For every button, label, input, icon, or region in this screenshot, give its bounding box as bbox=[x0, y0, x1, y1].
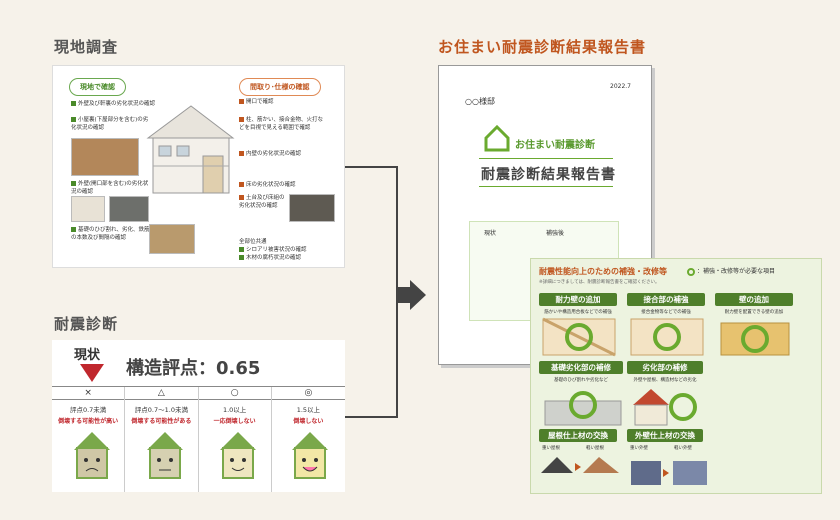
foundation-repair-illustration bbox=[544, 391, 622, 426]
rating-range: 評点0.7未満 bbox=[69, 406, 107, 414]
improvement-fine-print: ※詳細につきましては、耐震診断報告書をご確認ください。 bbox=[539, 280, 660, 285]
house-character-icon bbox=[220, 432, 256, 479]
note-plan: 開口で確認 bbox=[239, 98, 329, 106]
window-photo bbox=[109, 196, 149, 222]
attic-photo bbox=[71, 138, 139, 176]
common-item-rot: 木材の腐朽状況の確認 bbox=[239, 254, 301, 262]
ring-icon bbox=[687, 267, 695, 276]
note-interior: 内壁の劣化状況の確認 bbox=[239, 150, 329, 158]
score-column: × 評点0.7未満 倒壊する可能性が高い bbox=[52, 387, 126, 492]
house-character-icon bbox=[74, 432, 110, 479]
report-section-title: お住まい耐震診断結果報告書 bbox=[438, 38, 647, 56]
note-frame: 柱、筋かい、接合金物、火打などを目視で見える範囲で確認 bbox=[239, 117, 324, 131]
improve-tag: 壁の追加 bbox=[715, 293, 793, 306]
improve-caption: 基礎のひび割れや劣化など bbox=[554, 378, 608, 383]
improve-tag: 接合部の補強 bbox=[627, 293, 705, 306]
title-rule bbox=[479, 186, 613, 187]
note-exterior: 外壁及び軒裏の劣化状況の確認 bbox=[71, 100, 181, 108]
mini-label-after: 補強後 bbox=[546, 230, 565, 237]
report-brand: お住まい耐震診断 bbox=[515, 140, 595, 151]
rating-range: 1.5以上 bbox=[296, 406, 321, 414]
rating-risk: 倒壊する可能性が高い bbox=[58, 418, 119, 425]
current-marker-triangle bbox=[80, 364, 104, 382]
rating-range: 1.0以上 bbox=[222, 406, 247, 414]
wall-add-illustration bbox=[720, 322, 790, 356]
score-column: △ 評点0.7〜1.0未満 倒壊する可能性がある bbox=[125, 387, 199, 492]
improve-caption: 外壁や屋根、構造材などの劣化 bbox=[633, 378, 697, 383]
improve-tag: 劣化部の補修 bbox=[627, 361, 703, 374]
score-grid: × 評点0.7未満 倒壊する可能性が高い △ 評点0.7〜1.0未満 倒壊する可… bbox=[52, 386, 345, 492]
house-character-icon bbox=[147, 432, 183, 479]
improve-tag: 耐力壁の追加 bbox=[539, 293, 617, 306]
improve-caption: 耐力壁を配置できる壁の追加 bbox=[724, 310, 784, 315]
improve-caption: 筋かいや構造用合板などでの補強 bbox=[544, 310, 612, 315]
roof-replace-illustration bbox=[541, 457, 619, 473]
improve-caption: 接合金物等などでの補強 bbox=[641, 310, 691, 315]
house-character-icon bbox=[292, 432, 328, 479]
bracing-illustration bbox=[542, 317, 616, 357]
improve-tag: 外壁仕上材の交換 bbox=[627, 429, 703, 442]
improvement-heading: 耐震性能向上のための補強・改修等 bbox=[539, 267, 667, 276]
note-wall: 外壁(開口部を含む)の劣化状況の確認 bbox=[71, 181, 149, 195]
rating-mark: △ bbox=[125, 387, 198, 400]
rating-mark: × bbox=[52, 387, 125, 400]
seismic-section-title: 耐震診断 bbox=[54, 315, 119, 333]
rating-risk: 倒壊する可能性がある bbox=[131, 418, 192, 425]
house-cutaway-illustration bbox=[146, 105, 235, 194]
rating-risk: 一応倒壊しない bbox=[213, 418, 256, 425]
rating-range: 評点0.7〜1.0未満 bbox=[134, 406, 188, 414]
rating-mark: ◎ bbox=[271, 387, 345, 400]
plan-label: 間取り･仕様の確認 bbox=[239, 78, 321, 96]
improvement-legend: ：補強・改修等が必要な項目 bbox=[687, 266, 775, 276]
report-date: 2022.7 bbox=[610, 83, 631, 90]
score-column: ○ 1.0以上 一応倒壊しない bbox=[198, 387, 272, 492]
deterioration-repair-illustration bbox=[633, 389, 697, 426]
report-cover-title: 耐震診断結果報告書 bbox=[481, 167, 616, 183]
improve-caption: 軽い外壁 bbox=[674, 446, 692, 451]
connector-line bbox=[345, 166, 397, 168]
rating-mark: ○ bbox=[198, 387, 271, 400]
wall-photo bbox=[71, 196, 105, 222]
title-rule bbox=[479, 158, 613, 159]
improve-tag: 屋根仕上材の交換 bbox=[539, 429, 617, 442]
status-label: 現状 bbox=[74, 348, 101, 363]
note-sill: 土台及び床組の劣化状況の確認 bbox=[239, 195, 285, 209]
structure-score: 構造評点：0.65 bbox=[126, 358, 261, 379]
note-attic: 小屋裏(下屋部分を含む)の劣化状況の確認 bbox=[71, 117, 149, 131]
survey-card: 現地で確認 間取り･仕様の確認 外壁及び軒裏の劣化状況の確認 小屋裏(下屋部分を… bbox=[52, 65, 345, 268]
wall-replace-illustration bbox=[631, 461, 707, 485]
underfloor-photo bbox=[289, 194, 335, 222]
onsite-label: 現地で確認 bbox=[69, 78, 126, 96]
rating-risk: 倒壊しない bbox=[293, 418, 324, 425]
improve-caption: 重い外壁 bbox=[630, 446, 648, 451]
improve-caption: 軽い屋根 bbox=[586, 446, 604, 451]
joint-illustration bbox=[630, 318, 704, 356]
foundation-photo bbox=[149, 224, 195, 254]
note-foundation: 基礎のひび割れ、劣化、鉄筋の本数及び間隔の確認 bbox=[71, 227, 150, 241]
improve-caption: 重い屋根 bbox=[542, 446, 560, 451]
improve-tag: 基礎劣化部の補修 bbox=[539, 361, 623, 374]
connector-line bbox=[345, 416, 397, 418]
common-item-termite: シロアリ被害状況の確認 bbox=[239, 246, 307, 254]
note-floor: 床の劣化状況の確認 bbox=[239, 181, 329, 189]
common-title: 全部位共通 bbox=[239, 239, 267, 245]
survey-section-title: 現地調査 bbox=[54, 38, 119, 56]
arrow-right-icon bbox=[396, 280, 426, 310]
improvement-sheet: 耐震性能向上のための補強・改修等 ：補強・改修等が必要な項目 ※詳細につきまして… bbox=[530, 258, 822, 494]
mini-label-current: 現状 bbox=[484, 230, 497, 237]
score-column: ◎ 1.5以上 倒壊しない bbox=[271, 387, 345, 492]
report-addressee: ○○様邸 bbox=[465, 97, 495, 106]
home-logo-icon bbox=[484, 124, 510, 152]
